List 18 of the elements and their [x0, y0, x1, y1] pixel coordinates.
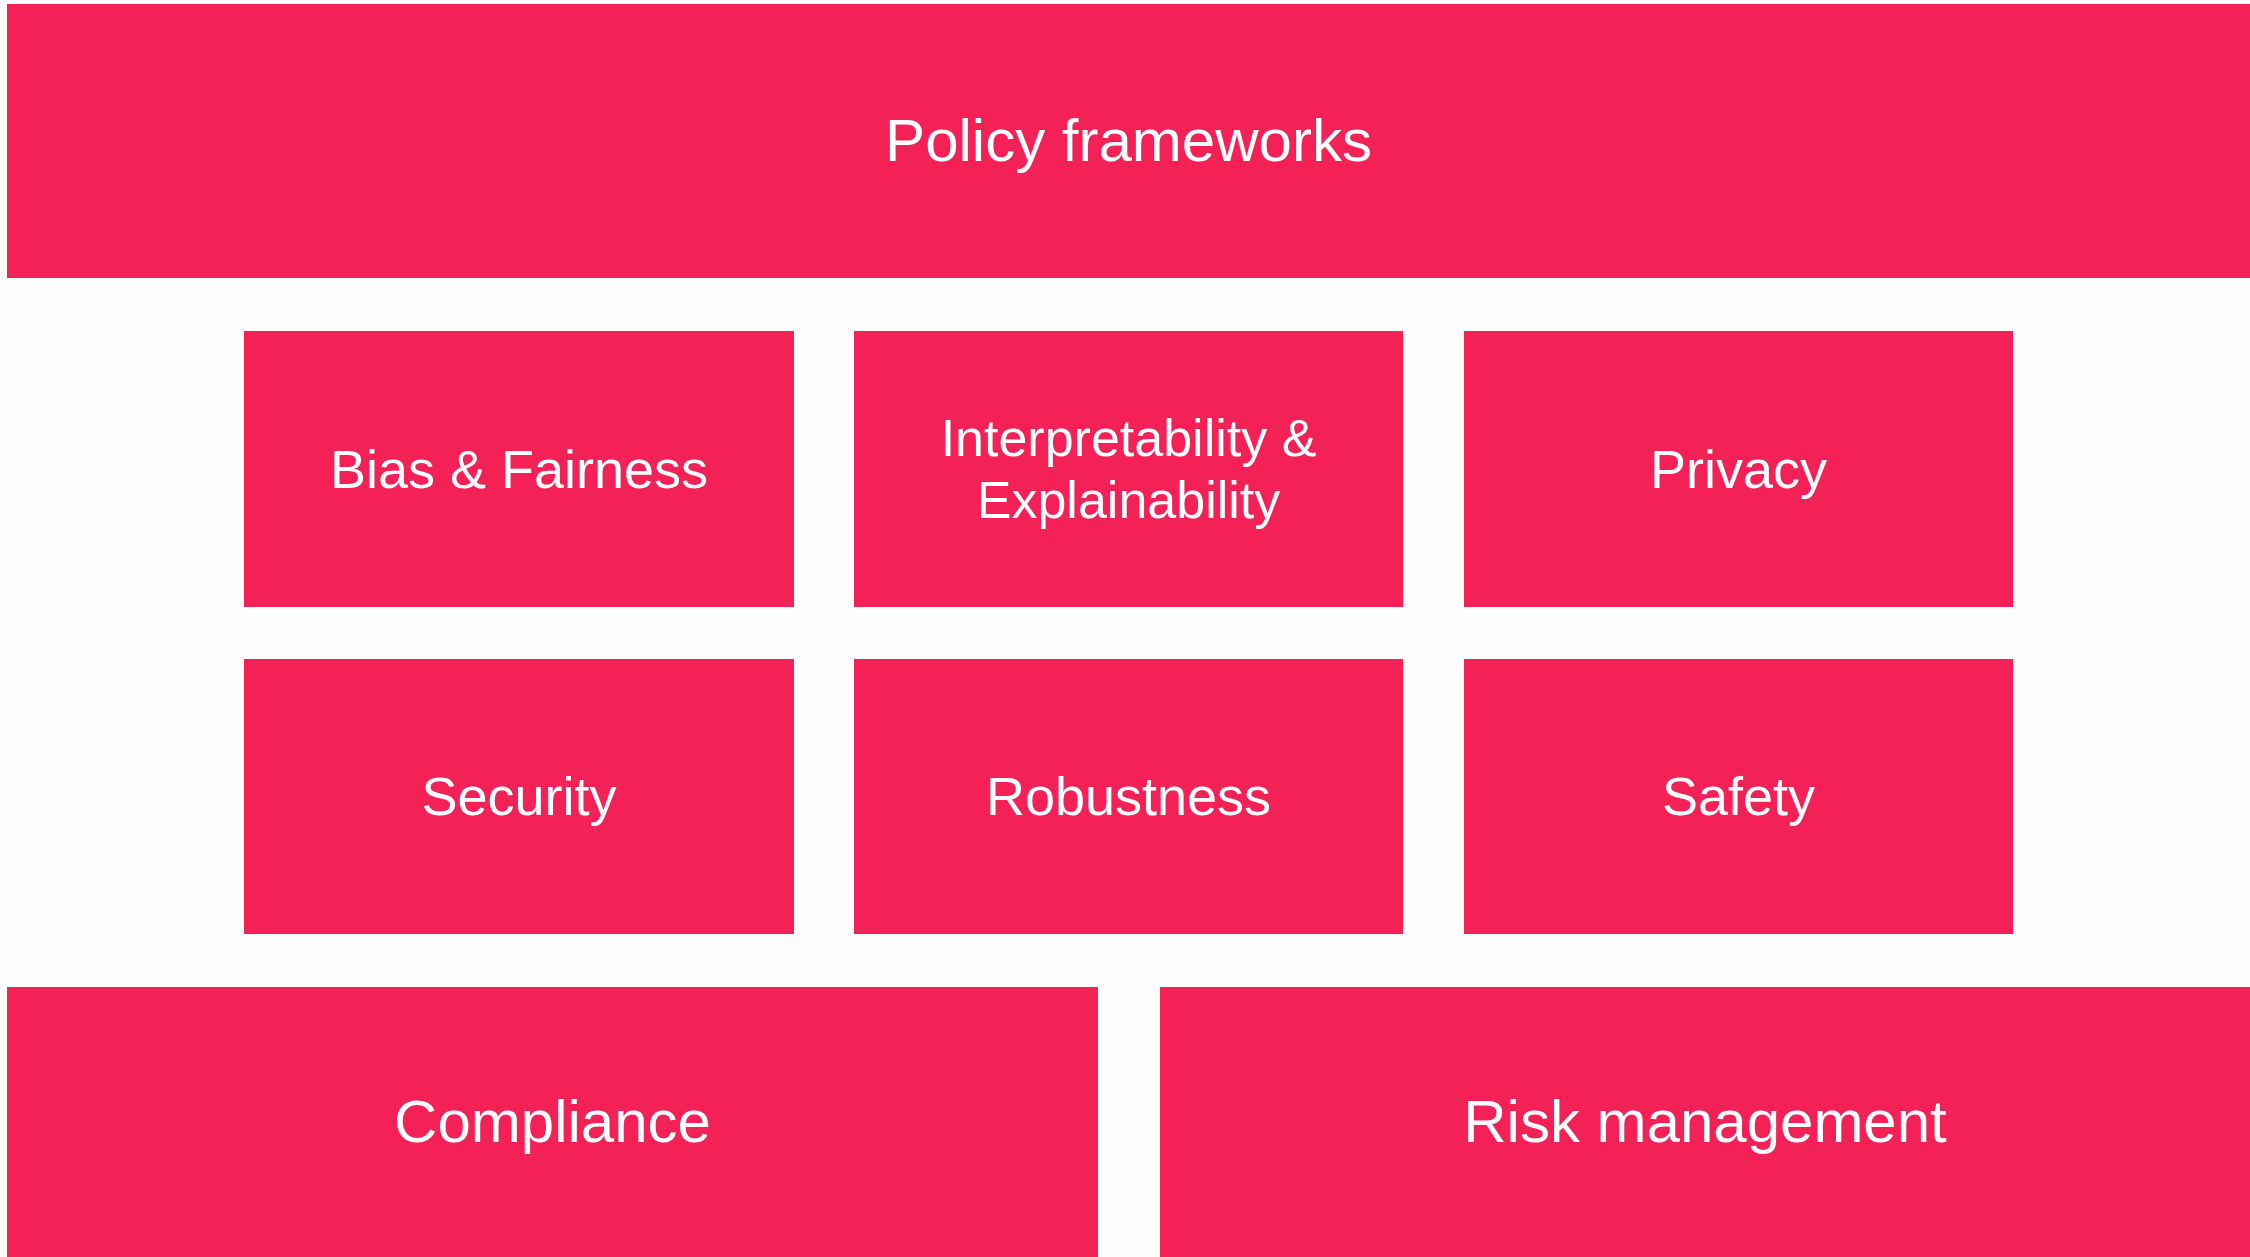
- box-label: Robustness: [985, 765, 1272, 829]
- category-box: [7, 4, 2250, 278]
- category-box: [1464, 659, 2013, 934]
- category-box: [1464, 331, 2013, 607]
- box-label: Risk management: [1463, 1087, 1947, 1157]
- box-label: Interpretability & Explainability: [939, 407, 1318, 531]
- box-label: Safety: [1661, 765, 1816, 829]
- box-label: Compliance: [394, 1087, 711, 1157]
- category-box: [1160, 987, 2250, 1257]
- box-label: Policy frameworks: [885, 106, 1372, 176]
- box-label: Privacy: [1650, 437, 1827, 501]
- box-label: Bias & Fairness: [329, 437, 709, 501]
- category-box: [244, 331, 794, 607]
- category-box: [7, 987, 1098, 1257]
- category-box: [244, 659, 794, 934]
- category-box: [854, 331, 1403, 607]
- category-box: [854, 659, 1403, 934]
- box-label: Security: [421, 765, 617, 829]
